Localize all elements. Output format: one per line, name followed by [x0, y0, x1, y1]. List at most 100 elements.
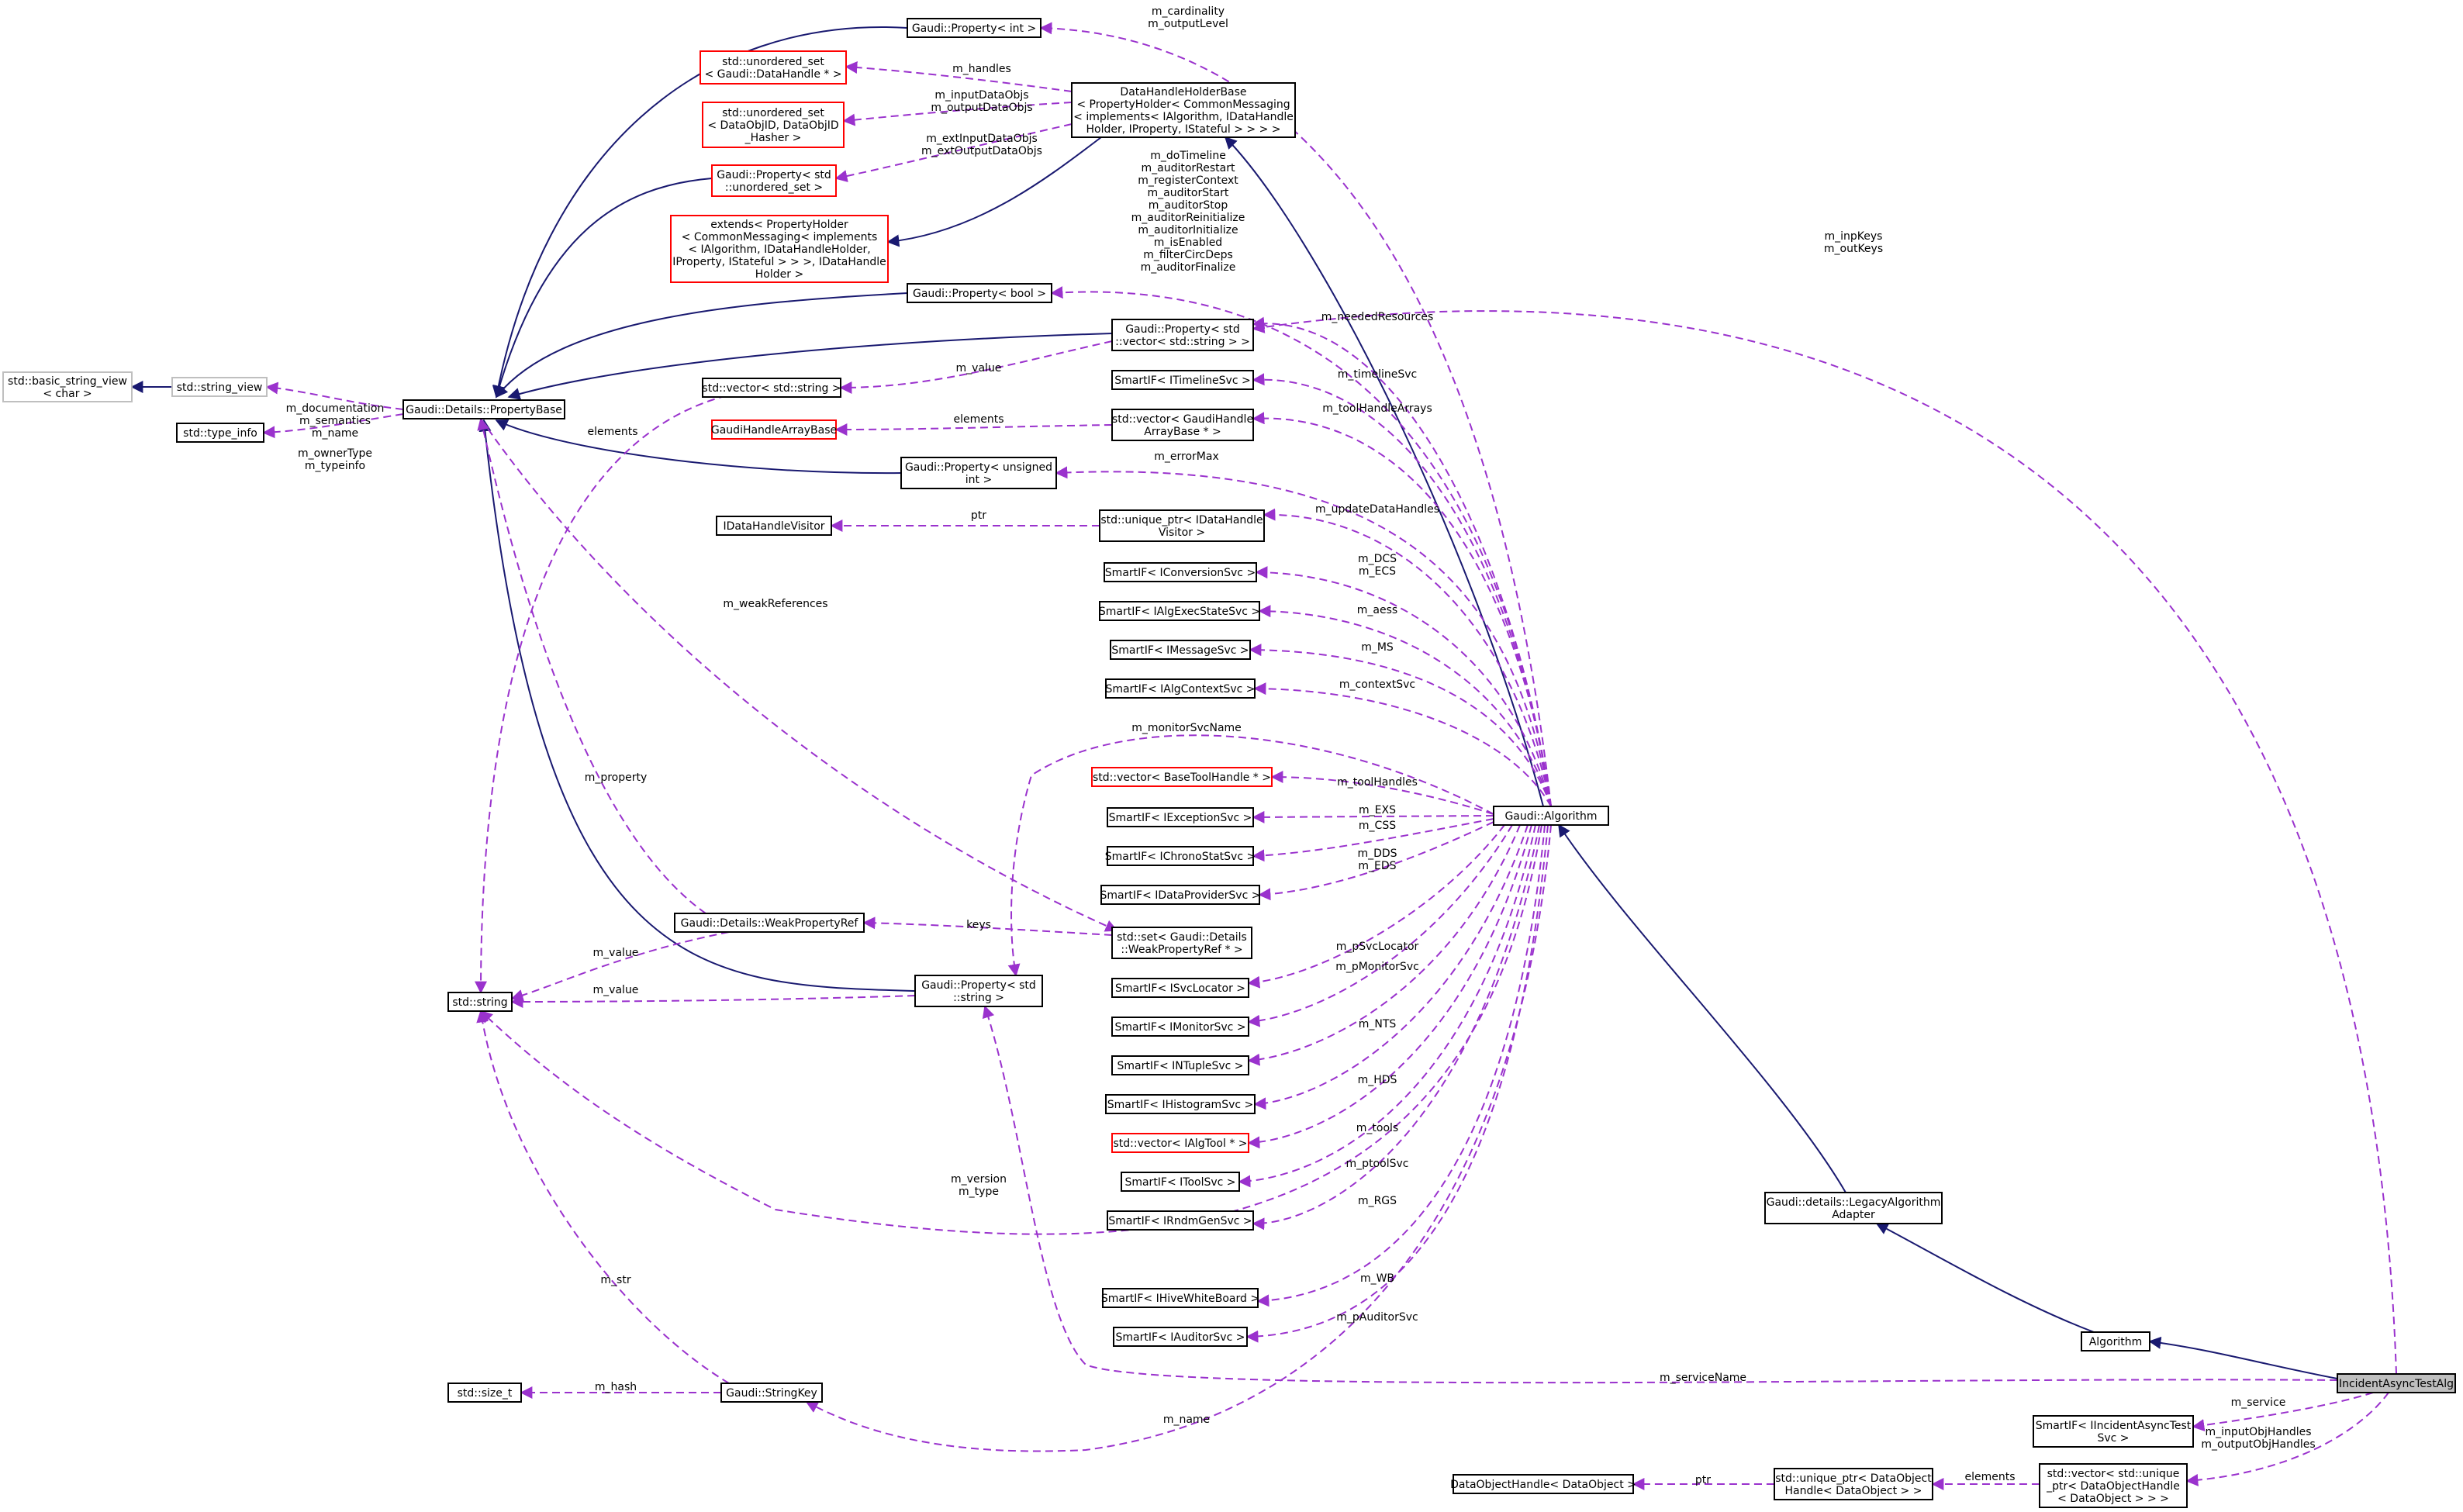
- node-box: [711, 164, 837, 197]
- node-vecbth[interactable]: std::vector< BaseToolHandle * >: [1091, 767, 1273, 787]
- node-box: [1107, 846, 1254, 866]
- node-box: [1111, 370, 1254, 390]
- node-box: [2039, 1463, 2188, 1508]
- node-label: std::basic_string_view< char >: [8, 375, 127, 400]
- node-extends[interactable]: extends< PropertyHolder< CommonMessaging…: [670, 215, 889, 283]
- node-sizet[interactable]: std::size_t: [447, 1383, 522, 1403]
- node-string[interactable]: std::string: [447, 992, 513, 1012]
- node-aess[interactable]: SmartIF< IAlgExecStateSvc >: [1099, 601, 1260, 621]
- edge-uptr-idhv: [1263, 508, 1552, 807]
- node-prop-int[interactable]: Gaudi::Property< int >: [907, 18, 1042, 38]
- node-label: std::vector< BaseToolHandle * >: [1093, 772, 1271, 784]
- edge-label-ptr2: ptr: [1695, 1474, 1711, 1486]
- node-label: SmartIF< IRndmGenSvc >: [1108, 1215, 1252, 1227]
- node-hist[interactable]: SmartIF< IHistogramSvc >: [1105, 1094, 1256, 1114]
- node-label: SmartIF< IExceptionSvc >: [1109, 812, 1252, 824]
- edge-strkey-name: [805, 824, 1552, 1452]
- edge-prop-str-svcname: [982, 1005, 2338, 1384]
- edge-label-str: m_str: [600, 1274, 630, 1286]
- node-sv[interactable]: std::string_view: [171, 377, 268, 397]
- edge-label-ctx: m_contextSvc: [1339, 678, 1415, 691]
- node-exc[interactable]: SmartIF< IExceptionSvc >: [1107, 807, 1254, 827]
- node-doh[interactable]: DataObjectHandle< DataObject >: [1450, 1474, 1636, 1494]
- edge-ctx: [1253, 682, 1552, 807]
- node-box: [171, 377, 268, 397]
- node-rndm[interactable]: SmartIF< IRndmGenSvc >: [1107, 1210, 1254, 1231]
- edge-label-elements1: elements: [587, 426, 637, 438]
- edge-label-exs: m_EXS: [1359, 804, 1396, 816]
- edge-toolsvc: [1238, 824, 1536, 1188]
- node-prop-unord[interactable]: Gaudi::Property< std::unordered_set >: [711, 164, 837, 197]
- node-prop-bool[interactable]: Gaudi::Property< bool >: [907, 283, 1052, 303]
- node-toolsvc[interactable]: SmartIF< IToolSvc >: [1121, 1172, 1240, 1192]
- node-box: [1111, 1017, 1249, 1037]
- node-chrono[interactable]: SmartIF< IChronoStatSvc >: [1105, 846, 1256, 866]
- node-auditor[interactable]: SmartIF< IAuditorSvc >: [1113, 1327, 1248, 1347]
- node-algorithm-g[interactable]: Gaudi::Algorithm: [1493, 806, 1609, 826]
- node-idhv[interactable]: IDataHandleVisitor: [716, 516, 832, 536]
- node-ntuple[interactable]: SmartIF< INTupleSvc >: [1111, 1055, 1249, 1075]
- edge-pbase-to-prop-uint: [495, 419, 902, 475]
- node-box: [2, 371, 133, 402]
- node-setweak[interactable]: std::set< Gaudi::Details::WeakPropertyRe…: [1111, 927, 1252, 959]
- node-prop-str[interactable]: Gaudi::Property< std::string >: [914, 975, 1043, 1007]
- edge-pbase-to-prop-int: [492, 26, 908, 399]
- node-box: [1107, 1210, 1254, 1231]
- node-msg[interactable]: SmartIF< IMessageSvc >: [1110, 640, 1251, 660]
- node-dps[interactable]: SmartIF< IDataProviderSvc >: [1100, 885, 1261, 905]
- node-typeinfo[interactable]: std::type_info: [176, 423, 264, 443]
- node-label: SmartIF< IMessageSvc >: [1111, 644, 1249, 657]
- node-box: [1774, 1468, 1933, 1500]
- node-bsv[interactable]: std::basic_string_view< char >: [2, 371, 133, 402]
- edge-string-value1: [510, 931, 730, 1002]
- node-vecalgtool[interactable]: std::vector< IAlgTool * >: [1111, 1133, 1249, 1153]
- node-box: [1107, 807, 1254, 827]
- node-strkey[interactable]: Gaudi::StringKey: [720, 1383, 823, 1403]
- node-svcloc[interactable]: SmartIF< ISvcLocator >: [1111, 978, 1249, 998]
- edge-rndm: [1252, 824, 1540, 1231]
- node-weakref[interactable]: Gaudi::Details::WeakPropertyRef: [674, 913, 865, 933]
- node-gharr[interactable]: GaudiHandleArrayBase: [711, 419, 837, 440]
- node-ctx[interactable]: SmartIF< IAlgContextSvc >: [1105, 678, 1256, 699]
- node-prop-vecstr[interactable]: Gaudi::Property< std::vector< std::strin…: [1111, 319, 1254, 351]
- node-dhhb[interactable]: DataHandleHolderBase< PropertyHolder< Co…: [1071, 82, 1296, 138]
- edge-vecalgtool: [1247, 824, 1532, 1149]
- node-pbase[interactable]: Gaudi::Details::PropertyBase: [402, 399, 565, 419]
- edge-msg: [1249, 644, 1552, 807]
- node-algorithm[interactable]: Algorithm: [2081, 1331, 2150, 1351]
- node-box: [1121, 1172, 1240, 1192]
- edge-vecbth: [1270, 771, 1494, 815]
- node-label: DataObjectHandle< DataObject >: [1450, 1479, 1636, 1491]
- node-vec-uptr[interactable]: std::vector< std::unique_ptr< DataObject…: [2039, 1463, 2188, 1508]
- node-box: [907, 283, 1052, 303]
- node-box: [1111, 409, 1254, 441]
- edge-label-nts: m_NTS: [1359, 1018, 1397, 1030]
- edge-algorithm-to-incident: [2148, 1336, 2338, 1379]
- node-box: [1102, 1288, 1259, 1308]
- node-label: SmartIF< IHistogramSvc >: [1107, 1099, 1254, 1111]
- node-timeline[interactable]: SmartIF< ITimelineSvc >: [1111, 370, 1254, 390]
- edge-timeline: [1252, 373, 1552, 807]
- edge-label-toolarr: m_toolHandleArrays: [1322, 402, 1432, 415]
- nodes-layer: Gaudi::Property< int >std::unordered_set…: [2, 18, 2456, 1508]
- node-unord-dh[interactable]: std::unordered_set< Gaudi::DataHandle * …: [700, 50, 847, 85]
- node-unord-dobj[interactable]: std::unordered_set< DataObjID, DataObjID…: [702, 102, 845, 148]
- node-incident[interactable]: IncidentAsyncTestAlg: [2337, 1373, 2456, 1393]
- node-conv[interactable]: SmartIF< IConversionSvc >: [1104, 562, 1257, 582]
- edge-label-css: m_CSS: [1359, 820, 1396, 832]
- node-vecstr[interactable]: std::vector< std::string >: [702, 378, 841, 398]
- node-box: [1100, 885, 1260, 905]
- node-monsvc[interactable]: SmartIF< IMonitorSvc >: [1111, 1017, 1249, 1037]
- node-hive[interactable]: SmartIF< IHiveWhiteBoard >: [1101, 1288, 1259, 1308]
- node-box: [914, 975, 1043, 1007]
